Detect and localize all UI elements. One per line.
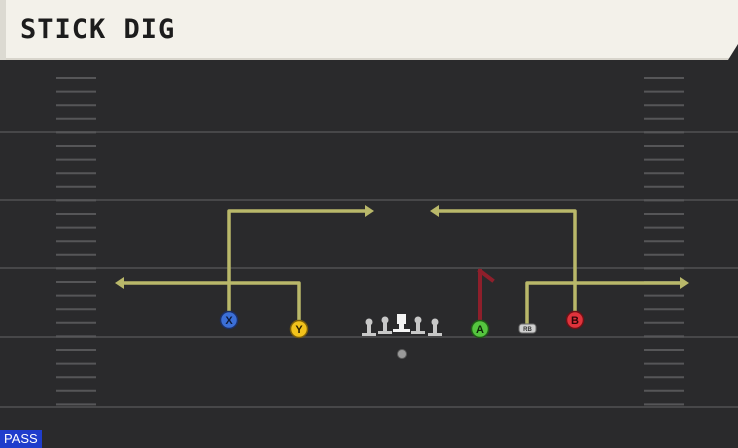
- lineman-left-guard: [378, 316, 392, 334]
- route-rb-arrow: [680, 277, 689, 289]
- receiver-b-label: B: [571, 315, 579, 327]
- route-rb: [525, 281, 684, 327]
- play-name: STICK DIG: [20, 14, 176, 45]
- receiver-y-label: Y: [295, 324, 303, 336]
- route-y: [120, 281, 301, 328]
- offensive-line: [362, 314, 442, 336]
- receiver-a-label: A: [476, 324, 484, 336]
- route-y-arrow: [115, 277, 124, 289]
- receiver-b-button[interactable]: B: [565, 310, 585, 330]
- play-title-bar: STICK DIG: [0, 0, 738, 60]
- quarterback-marker: [397, 349, 407, 359]
- lineman-left-tackle: [362, 318, 376, 336]
- receiver-x-label: X: [225, 315, 233, 327]
- running-back-button[interactable]: RB: [518, 323, 537, 334]
- hash-marks: [56, 77, 684, 406]
- route-x-arrow: [365, 205, 374, 217]
- play-type-badge: PASS: [0, 430, 42, 448]
- route-b: [435, 209, 577, 320]
- lineman-right-tackle: [428, 318, 442, 336]
- running-back-label: RB: [523, 327, 532, 333]
- receiver-y-button[interactable]: Y: [289, 319, 309, 339]
- receiver-x-button[interactable]: X: [219, 310, 239, 330]
- lineman-center: [393, 314, 410, 332]
- receiver-a-button[interactable]: A: [470, 319, 490, 339]
- route-a-block: [477, 268, 495, 328]
- yard-lines: [0, 131, 738, 408]
- title-bar-accent: [0, 0, 6, 60]
- title-bar-corner: [728, 44, 738, 60]
- route-b-arrow: [430, 205, 439, 217]
- lineman-right-guard: [411, 316, 425, 334]
